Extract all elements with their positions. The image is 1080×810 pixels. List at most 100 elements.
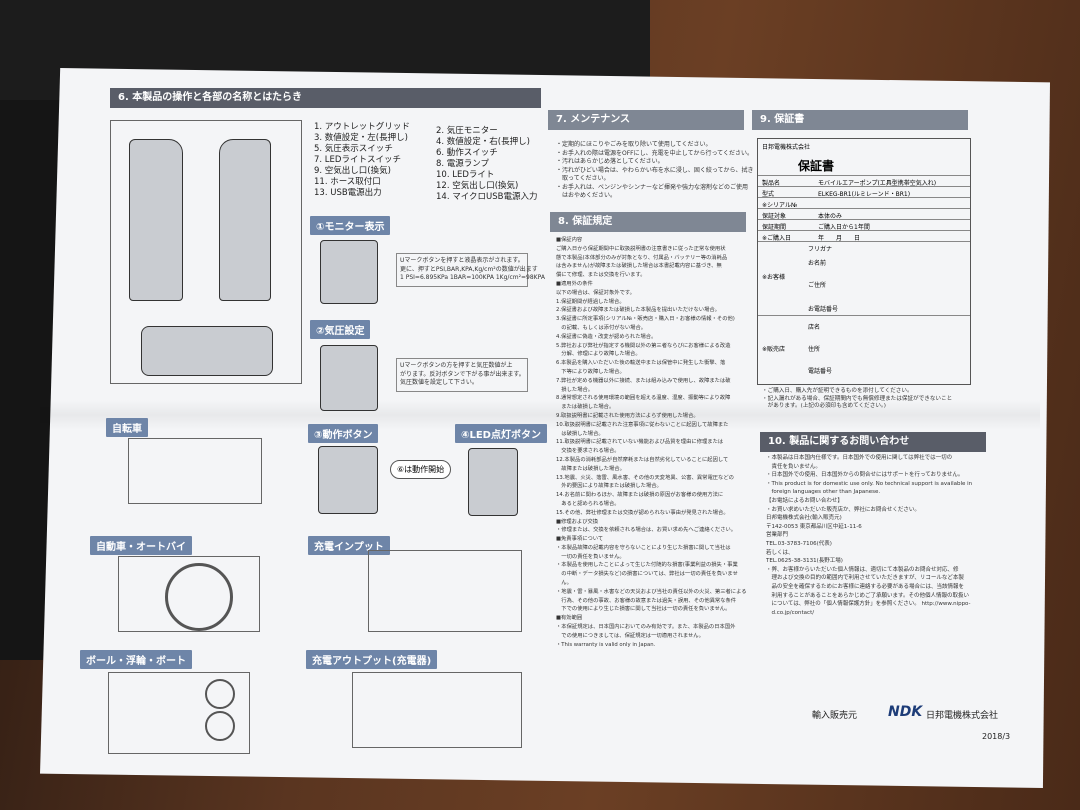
car-illustration (118, 556, 260, 632)
text-line: ・This product is for domestic use only. … (766, 480, 973, 487)
part-item: 13. USB電源出力 (314, 188, 382, 198)
text-line: 14.お名前に関わるほか、故障または破損の原因がお客様の使用方法に (556, 492, 724, 499)
text-line: ・日本国外での使用、日本国外からの問合せにはサポートを行っておりません。 (766, 472, 964, 479)
text-line: 償にて修理、または交換を行います。 (556, 272, 646, 279)
ball-icon (205, 679, 235, 709)
label-led: ④LED点灯ボタン (455, 424, 547, 443)
sec10-body: ・本製品は日本国内仕様です。日本国外での使用に関しては弊社では一切の 責任を負い… (766, 454, 1006, 617)
parts-list-left: 1. アウトレットグリッド 3. 数値設定・左(長押し) 5. 気圧表示スイッチ… (314, 122, 410, 199)
warranty-company: 日邦電機株式会社 (762, 144, 811, 151)
warranty-shop-block: ※販売店 店名 住所 電話番号 (758, 315, 970, 384)
warranty-card: 日邦電機株式会社 保証書 製品名モバイルエアーポンプ(エ具型携帯空気入れ) 型式… (757, 138, 971, 385)
text-line: 責任を負いません。 (766, 463, 821, 470)
text-line: 一切の責任を負いません。 (556, 553, 625, 560)
warranty-row: 保証期間ご購入日から1年間 (758, 219, 970, 231)
text-line: 10.取扱説明書に記載された注意事項に従わないことに起因して故障また (556, 421, 729, 428)
text-line: ■修理および交換 (556, 518, 599, 525)
text-line: ■保証内容 (556, 237, 583, 243)
text-line: TEL.0625-38-3131(長野工場) (766, 558, 843, 565)
text-line: 11.取扱説明書に記載されていない機能および品質を理由に修理または (556, 439, 724, 446)
text-line: d.co.jp/contact/ (766, 609, 815, 616)
text-line: 〒142-0053 東京都品川区中延1-11-6 (766, 523, 862, 530)
text-line: 理および交換の目的の範囲内で利用させていただきますが、リコールなど本製 (766, 575, 964, 582)
part-item: 6. 動作スイッチ (436, 148, 498, 158)
label-charge-out: 充電アウトプット(充電器) (306, 650, 438, 669)
text-line: での使用につきましては、保証規定は一切適用されません。 (556, 632, 704, 639)
sec7-header: 7. メンテナンス (548, 110, 744, 130)
warranty-notes: ・ご購入日、購入先が証明できるものを添付してください。 ・記入漏れがある場合、保… (762, 388, 953, 409)
float-ring-icon (205, 711, 235, 741)
text-line: の中断・データ損失など)の損害については、弊社は一切の責任を負いませ (556, 571, 738, 578)
warranty-title: 保証書 (798, 159, 835, 173)
text-line: 15.その他、弊社修理または交換が認められない事由が発見された場合。 (556, 509, 729, 516)
device-bottom-image (141, 326, 273, 376)
part-item: 1. アウトレットグリッド (314, 122, 410, 132)
part-item: 4. 数値設定・右(長押し) (436, 137, 530, 147)
text-line: の記載、もしくは添付がない場合。 (556, 324, 647, 331)
text-line: は破損した場合。 (556, 430, 604, 437)
text-line: 外的要因により故障または破損した場合。 (556, 483, 662, 490)
warranty-row: ※ご購入日年 月 日 (758, 230, 970, 242)
sec8-header: 8. 保証規定 (550, 212, 746, 232)
text-line: 態で本製品(本体部分のみが対象となり、付属品・バッテリー等の消耗品 (556, 254, 728, 261)
action-bubble: ⑥は動作開始 (390, 460, 452, 479)
led-illustration (468, 448, 518, 516)
text-line: 4.保証書に偽造・改変が認められた場合。 (556, 333, 657, 340)
text-line: 日邦電機株式会社(輸入販売元) (766, 515, 842, 522)
label-monitor: ①モニター表示 (310, 216, 391, 235)
company-name: 日邦電機株式会社 (926, 711, 999, 721)
text-line: 分解、修理により故障した場合。 (556, 351, 641, 358)
text-line: 2.保証書および故障または破損した本製品を提出いただけない場合。 (556, 307, 720, 314)
part-item: 11. ホース取付口 (314, 177, 381, 187)
text-line: ・弊、お客様からいただいた個人情報は、適切にて本製品のお問合せ対応、修 (766, 566, 959, 573)
monitor-note: Uマークボタンを押すと液晶表示がされます。 更に、押すとPSI,BAR,KPA,… (396, 253, 545, 287)
text-line: 以下の場合は、保証対象外です。 (556, 289, 635, 296)
text-line: ・This warranty is valid only in Japan. (556, 641, 656, 648)
text-line: ・本製品は日本国内仕様です。日本国外での使用に関しては弊社では一切の (766, 455, 953, 461)
label-bicycle: 自転車 (106, 418, 148, 437)
sec6-header: 6. 本製品の操作と各部の名称とはたらき (110, 88, 541, 108)
warranty-row: 保証対象本体のみ (758, 208, 970, 220)
text-line: ■適用外の条件 (556, 280, 593, 287)
text-line: 下での使用により生じた損害に関して当社は一切の責任を負いません。 (556, 606, 731, 613)
part-item: 5. 気圧表示スイッチ (314, 144, 393, 154)
text-line: 品の安全を確保するためにお客様に連絡する必要がある場合には、当該情報を (766, 583, 965, 590)
text-line: 13.地震、火災、落雷、風水害、その他の天変地異、公害、異常電圧などの (556, 474, 734, 481)
text-line: 損した場合。 (556, 386, 594, 393)
part-item: 14. マイクロUSB電源入力 (436, 192, 538, 202)
sec10-header: 10. 製品に関するお問い合わせ (760, 432, 986, 452)
parts-list-right: 2. 気圧モニター 4. 数値設定・右(長押し) 6. 動作スイッチ 8. 電源… (436, 126, 538, 203)
bicycle-illustration (128, 438, 262, 504)
text-line: ■有効範囲 (556, 615, 583, 622)
label-action: ③動作ボタン (308, 424, 379, 443)
text-line: については、弊社の「個人情報保護方針」を参照ください。 http://www.n… (766, 601, 971, 608)
part-item: 7. LEDライトスイッチ (314, 155, 401, 165)
tire-icon (165, 563, 233, 631)
text-line: 7.弊社が定める機器以外に接続、または組み込みで使用し、故障または破 (556, 377, 731, 384)
device-diagram-frame (110, 120, 302, 384)
text-line: ・地震・雷・暴風・水害などの天災および当社の責任以外の火災、第三者による (556, 588, 747, 595)
label-pressure: ②気圧設定 (310, 320, 371, 339)
text-line: ・本製品を使用したことによって生じた付随的な損害(事業利益の損失・事業 (556, 562, 738, 569)
text-line: 1.保証期間が経過した場合。 (556, 298, 625, 305)
sec7-body: ・定期的にほこりやごみを取り除いて使用してください。 ・お手入れの際は電源をOF… (556, 141, 754, 199)
label-car: 自動車・オートバイ (90, 536, 192, 555)
text-line: 8.通常想定される使用環境の範囲を超える温度、湿度、振動等により故障 (556, 395, 731, 402)
pressure-note: Uマークボタンの方を押すと気圧数値が上 がります。反対ボタンで下がる事が出来ます… (396, 358, 528, 392)
text-line: ・本保証規定は、日本国内においてのみ有効です。また、本製品の日本国外 (556, 624, 736, 631)
text-line: 3.保証書に所定事項(シリアル№・販売店・購入日・お客様の情報・その他) (556, 316, 735, 323)
text-line: は含みません)が故障または破損した場合は本書記載内容に基づき、無 (556, 263, 722, 270)
charge-out-illustration (352, 672, 522, 748)
text-line: 下等により故障した場合。 (556, 368, 625, 375)
revision-date: 2018/3 (982, 732, 1011, 741)
text-line: 営業部門 (766, 532, 789, 539)
text-line: 6.本製品を購入いただいた後の輸送中または保管中に発生した衝撃、落 (556, 360, 726, 367)
text-line: foreign languages other than Japanese. (766, 489, 881, 496)
ball-illustration (108, 672, 250, 754)
warranty-customer-block: ※お客様 フリガナ お名前 ご住所 お電話番号 (758, 241, 970, 316)
text-line: 12.本製品の消耗部品が自然摩耗または自然劣化していることに起因して (556, 456, 729, 463)
text-line: ・お買い求めいただいた販売店か、弊社にお問合せください。 (766, 506, 920, 513)
warranty-row: ※シリアル№ (758, 197, 970, 209)
charge-in-illustration (368, 550, 522, 632)
